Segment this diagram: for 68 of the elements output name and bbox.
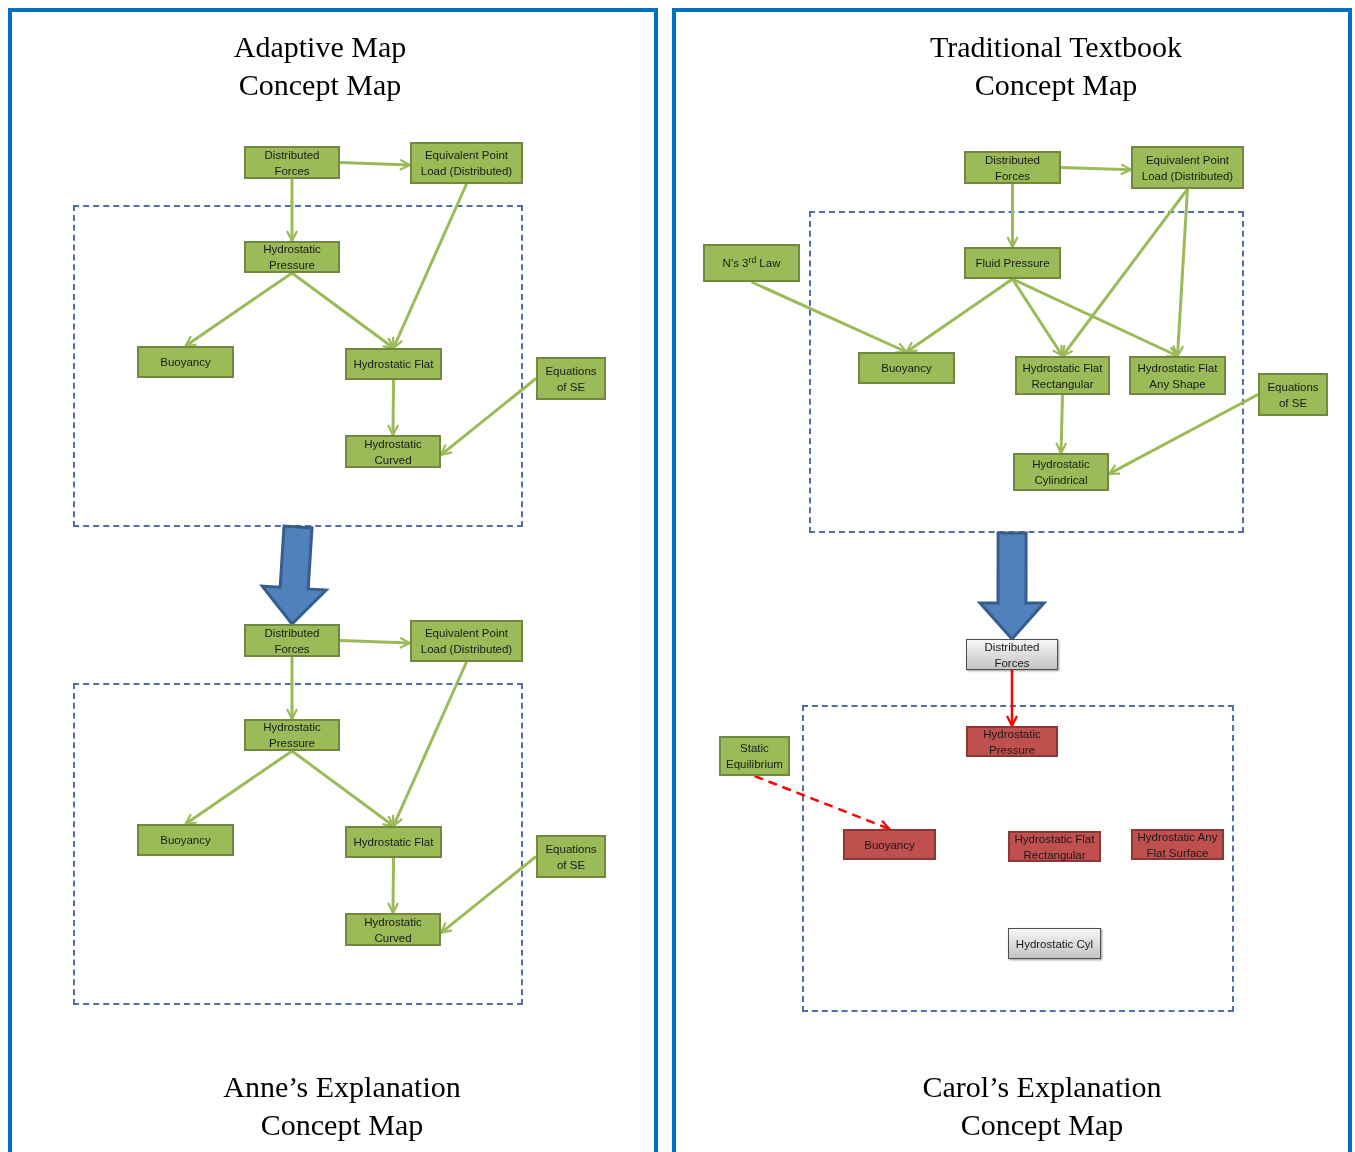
arrow [291, 271, 395, 350]
concept-box: Static Equilibrium [719, 736, 790, 776]
concept-box: Equivalent Point Load (Distributed) [410, 620, 523, 662]
concept-box: Hydrostatic Pressure [244, 241, 340, 273]
concept-box: Fluid Pressure [964, 247, 1061, 279]
concept-box: Hydrostatic Flat Rectangular [1008, 831, 1101, 862]
concept-box: Hydrostatic Cyl [1008, 928, 1101, 959]
arrow [1011, 277, 1179, 358]
concept-box: Buoyancy [858, 352, 955, 384]
concept-box: Distributed Forces [244, 146, 340, 179]
concept-box: Buoyancy [137, 824, 234, 856]
panel-title: Traditional Textbook Concept Map [928, 29, 1184, 103]
block-arrow [976, 531, 1048, 642]
panel-title: Adaptive Map Concept Map [232, 29, 408, 103]
concept-box: Hydrostatic Flat [345, 826, 442, 858]
concept-box: Hydrostatic Curved [345, 913, 441, 946]
concept-box: Hydrostatic Any Flat Surface [1131, 829, 1224, 860]
arrow [285, 179, 299, 243]
concept-box: Distributed Forces [964, 151, 1061, 184]
block-arrow [259, 524, 330, 627]
arrow [1006, 184, 1019, 249]
concept-box: Equations of SE [536, 835, 606, 878]
dashed-group-box [809, 211, 1244, 533]
concept-box: Equivalent Point Load (Distributed) [1131, 146, 1244, 189]
arrow [439, 855, 537, 934]
concept-box: Distributed Forces [966, 639, 1058, 670]
dashed-group-box [73, 683, 523, 1005]
concept-box: Hydrostatic Pressure [966, 726, 1058, 757]
arrow [391, 661, 468, 828]
concept-box: Hydrostatic Curved [345, 435, 441, 468]
arrow [1060, 163, 1133, 176]
arrow [1005, 670, 1019, 728]
arrow [339, 636, 412, 649]
concept-box: N’s 3$^{rd}$ Law [703, 244, 800, 282]
arrow [391, 183, 468, 350]
arrow [1061, 188, 1189, 358]
dashed-group-box [802, 705, 1234, 1012]
concept-box: Hydrostatic Flat Rectangular [1015, 356, 1110, 395]
arrow [387, 380, 400, 437]
arrow [1011, 278, 1064, 358]
panel [8, 8, 658, 1152]
arrow [184, 749, 293, 826]
panel [672, 8, 1352, 1152]
arrow [1107, 393, 1259, 476]
concept-box: Hydrostatic Pressure [244, 719, 340, 751]
concept-box: Buoyancy [843, 829, 936, 860]
concept-box: Hydrostatic Flat [345, 348, 442, 380]
concept-box: Hydrostatic Flat Any Shape [1129, 356, 1226, 395]
arrow [1172, 188, 1189, 358]
concept-box: Equivalent Point Load (Distributed) [410, 142, 523, 184]
arrow [285, 657, 299, 721]
arrow [754, 774, 891, 832]
arrow [439, 377, 537, 456]
arrow [905, 277, 1014, 354]
dashed-group-box [73, 205, 523, 527]
arrow [339, 158, 412, 171]
arrow [291, 749, 395, 828]
arrow [750, 280, 908, 354]
arrow [387, 858, 400, 915]
panel-title: Anne’s Explanation Concept Map [222, 1069, 462, 1143]
panel-title: Carol’s Explanation Concept Map [921, 1069, 1163, 1143]
concept-box: Distributed Forces [244, 624, 340, 657]
concept-box: Hydrostatic Cylindrical [1013, 453, 1109, 491]
concept-box: Equations of SE [536, 357, 606, 400]
concept-box: Equations of SE [1258, 373, 1328, 416]
concept-box: Buoyancy [137, 346, 234, 378]
arrow [184, 271, 293, 348]
arrow [1055, 394, 1068, 455]
